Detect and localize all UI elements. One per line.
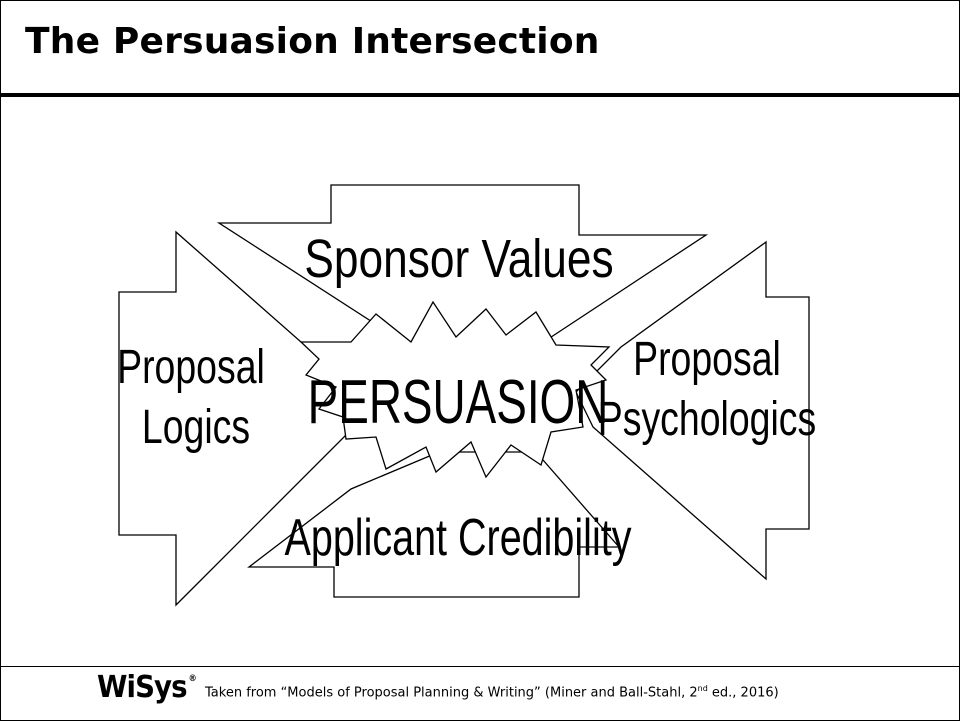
bottom-arrow-shape bbox=[247, 451, 621, 598]
title-bar: The Persuasion Intersection bbox=[1, 1, 959, 97]
persuasion-diagram: Sponsor Values Proposal Logics PERSUASIO… bbox=[117, 184, 816, 607]
registered-mark: ® bbox=[188, 674, 196, 684]
slide-title: The Persuasion Intersection bbox=[25, 21, 600, 62]
label-proposal-logics-line2: Logics bbox=[142, 401, 250, 455]
label-persuasion: PERSUASION bbox=[308, 367, 609, 436]
label-proposal-psychologics-line2: Psychologics bbox=[598, 393, 816, 447]
persuasion-starburst bbox=[299, 300, 611, 479]
label-applicant-credibility: Applicant Credibility bbox=[285, 508, 632, 567]
logo-text: WiSys bbox=[97, 670, 188, 705]
wisys-logo: WiSys® bbox=[97, 670, 197, 705]
footer: WiSys® Taken from “Models of Proposal Pl… bbox=[1, 666, 959, 720]
label-proposal-psychologics-line1: Proposal bbox=[633, 333, 781, 387]
label-sponsor-values: Sponsor Values bbox=[304, 229, 613, 289]
citation-text-end: ed., 2016) bbox=[707, 685, 779, 701]
citation-text: Taken from “Models of Proposal Planning … bbox=[205, 685, 698, 701]
citation-superscript: nd bbox=[697, 684, 708, 693]
right-arrow-shape bbox=[575, 240, 810, 581]
label-proposal-logics-line1: Proposal bbox=[117, 341, 265, 395]
citation: Taken from “Models of Proposal Planning … bbox=[205, 684, 779, 700]
